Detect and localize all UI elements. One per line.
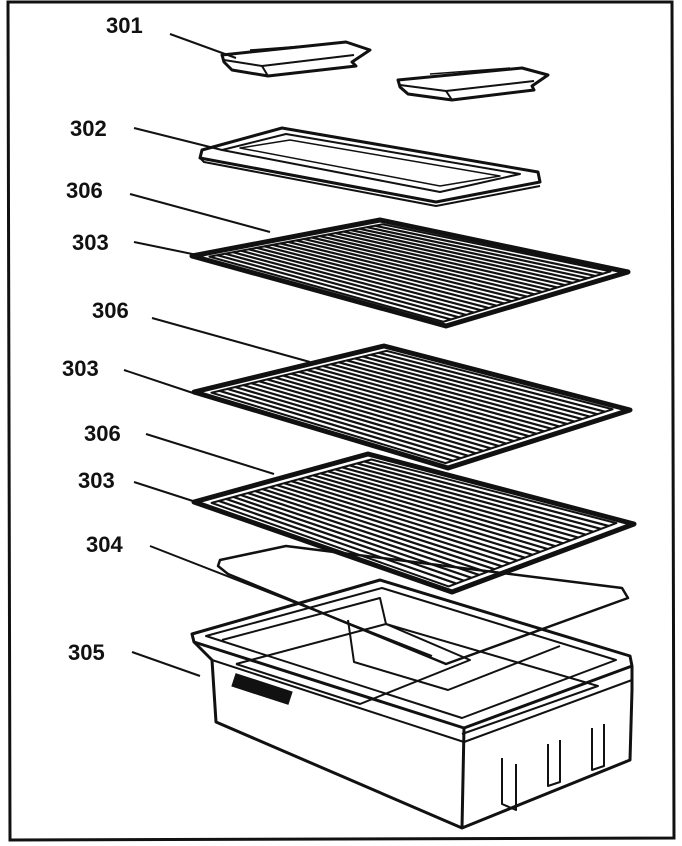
part-301-tray-left xyxy=(220,40,372,78)
part-303-shelf-middle xyxy=(191,343,633,471)
shelf-wire-bar xyxy=(276,484,518,562)
shelf-wire-bar xyxy=(240,249,475,314)
shelf-wire-bar xyxy=(266,378,499,448)
diagram-border xyxy=(6,0,676,842)
shelf-wire-bar xyxy=(235,385,469,457)
shelf-wire-bar xyxy=(295,239,528,298)
shelf-wire-bar xyxy=(354,357,583,421)
shelf-wire-bar xyxy=(320,472,564,545)
shelf-wire-bar xyxy=(363,460,610,528)
shelf-wire-bar xyxy=(327,233,558,289)
shelf-wire-bar xyxy=(298,478,541,553)
callout-302: 302 xyxy=(70,116,107,141)
part-305-crisper-drawer xyxy=(190,578,634,830)
shelf-frame xyxy=(189,217,631,329)
shelf-wire-bar xyxy=(305,476,549,551)
shelf-wire-bar xyxy=(240,493,480,577)
shelf-wire-bar xyxy=(291,480,533,556)
shelf-wire-bar xyxy=(217,254,452,321)
leader-lines xyxy=(123,33,433,677)
shelf-wire-bar xyxy=(327,470,571,542)
shelf-wire-bar xyxy=(366,226,596,278)
crisper-nameplate-logo xyxy=(231,673,293,705)
shelf-wire-bar xyxy=(330,363,560,428)
callout-306-bottom: 306 xyxy=(84,421,121,446)
part-301-tray-right xyxy=(396,66,550,102)
shelf-wire-bar xyxy=(322,365,553,430)
shelf-wire-bar xyxy=(303,237,535,296)
shelf-wire-bar xyxy=(254,490,495,571)
shelf-wire-bar xyxy=(335,232,566,287)
shelf-wire-bar xyxy=(272,243,505,305)
shelf-inner-frame xyxy=(210,349,614,465)
shelf-wire-bar xyxy=(319,234,551,291)
shelf-wire-bar xyxy=(370,353,598,416)
part-303-shelf-bottom xyxy=(191,451,637,595)
shelf-wire-bar xyxy=(306,368,537,435)
shelf-wire-bar xyxy=(264,245,497,307)
shelf-wire-bar xyxy=(227,387,461,460)
shelf-wire-bar xyxy=(290,372,522,440)
callout-304: 304 xyxy=(86,532,123,557)
callout-303-middle: 303 xyxy=(62,356,99,381)
callout-303-bottom: 303 xyxy=(78,468,115,493)
shelf-wire-bar xyxy=(283,482,526,559)
shelf-wire-bar xyxy=(218,499,457,585)
part-302-cover xyxy=(198,126,542,207)
shelf-wire-bar xyxy=(262,488,503,568)
shelf-wire-bar xyxy=(338,361,568,426)
shelf-wire-bar xyxy=(247,491,488,574)
shelf-wire-bar xyxy=(334,468,579,539)
callout-305: 305 xyxy=(68,640,105,665)
shelf-inner-frame xyxy=(210,458,618,588)
shelf-wire-bar xyxy=(314,366,545,433)
shelf-wire-bar xyxy=(378,351,606,413)
shelf-wire-bar xyxy=(274,376,507,445)
shelf-wire-bar xyxy=(219,389,454,462)
shelf-wire-bar xyxy=(250,382,484,452)
shelf-frame xyxy=(191,451,637,595)
callout-306-middle: 306 xyxy=(92,298,129,323)
shelf-wire-bar xyxy=(374,224,604,275)
shelf-wire-bar xyxy=(287,240,520,300)
shelf-wire-bar xyxy=(311,236,543,294)
part-303-shelf-top xyxy=(189,217,631,329)
shelf-wire-bar xyxy=(282,374,515,443)
shelf-wire-bar xyxy=(350,229,581,282)
shelf-wire-bar xyxy=(232,251,467,316)
shelf-wire-bar xyxy=(362,355,591,418)
shelf-inner-frame xyxy=(208,223,612,323)
shelf-wire-bar xyxy=(358,227,588,280)
shelf-wire-bar xyxy=(256,246,490,310)
shelf-wire-bar xyxy=(280,242,513,303)
part-304-liner xyxy=(216,544,630,666)
shelf-wire-bar xyxy=(343,230,573,284)
callout-306-top: 306 xyxy=(66,178,103,203)
shelf-wire-bar xyxy=(248,248,482,312)
callout-303-top: 303 xyxy=(72,230,109,255)
shelf-wire-bar xyxy=(242,384,477,455)
shelf-wire-bar xyxy=(346,359,575,423)
callout-301: 301 xyxy=(106,13,143,38)
shelf-wire-bar xyxy=(225,497,465,582)
shelf-wire-bar xyxy=(312,474,556,548)
shelf-wire-bar xyxy=(258,380,492,450)
shelf-wire-bar xyxy=(349,464,594,533)
shelf-wire-bar xyxy=(298,370,530,438)
shelf-wire-bar xyxy=(224,252,459,319)
shelf-wire-bar xyxy=(342,466,587,536)
shelf-wire-bar xyxy=(356,462,602,530)
shelf-frame xyxy=(191,343,633,471)
shelf-wire-bar xyxy=(269,486,510,565)
callout-labels: 301 302 306 303 306 303 306 303 304 305 xyxy=(62,13,143,665)
